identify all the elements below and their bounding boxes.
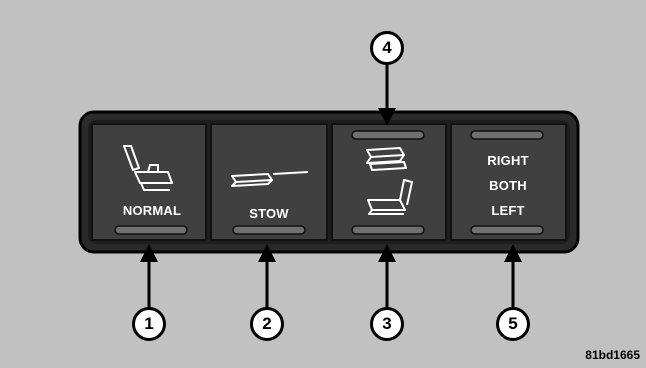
- normal-indicator-light: [115, 226, 187, 234]
- callout-5: 5: [496, 307, 530, 341]
- callout-3: 3: [370, 307, 404, 341]
- normal-label: NORMAL: [96, 203, 208, 218]
- callout-4: 4: [370, 31, 404, 65]
- left-label: LEFT: [452, 203, 564, 218]
- callout-1: 1: [132, 307, 166, 341]
- recline-indicator-light-top: [352, 131, 424, 139]
- right-label: RIGHT: [452, 153, 564, 168]
- side-select-indicator-light-bottom: [471, 226, 543, 234]
- side-select-indicator-light-top: [471, 131, 543, 139]
- callout-2: 2: [250, 307, 284, 341]
- seat-recline-button[interactable]: [332, 124, 446, 240]
- stow-indicator-light: [233, 226, 305, 234]
- stow-label: STOW: [213, 206, 325, 221]
- recline-indicator-light-bottom: [352, 226, 424, 234]
- both-label: BOTH: [452, 178, 564, 193]
- figure-code: 81bd1665: [585, 348, 640, 362]
